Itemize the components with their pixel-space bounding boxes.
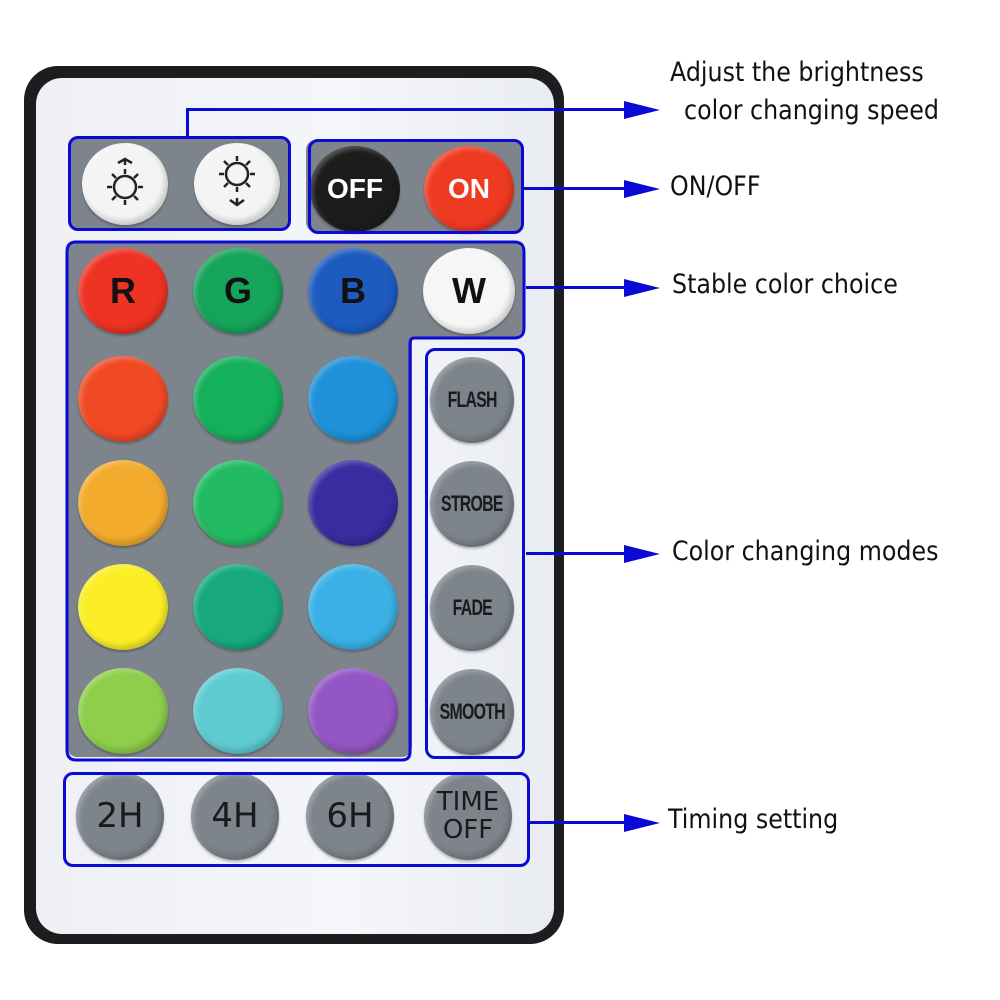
smooth-button-label: SMOOTH (439, 699, 505, 724)
fade-button-label: FADE (452, 595, 492, 620)
on-button[interactable]: ON (424, 146, 514, 232)
smooth-button[interactable]: SMOOTH (430, 669, 514, 755)
timing-callout: Timing setting (668, 804, 839, 835)
brightness-callout-line2: color changing speed (684, 95, 939, 126)
power-connector (524, 187, 628, 190)
time-off-label-line1: TIME (436, 787, 500, 817)
off-button[interactable]: OFF (310, 146, 400, 232)
modes-callout: Color changing modes (672, 536, 939, 567)
timer-2h-label: 2H (96, 796, 144, 836)
stable-callout: Stable color choice (672, 269, 898, 300)
power-arrow-head-icon (624, 180, 660, 198)
color-button[interactable] (193, 668, 283, 754)
timing-connector (528, 821, 628, 824)
flash-button[interactable]: FLASH (430, 357, 514, 443)
timer-4h-button[interactable]: 4H (191, 772, 279, 860)
strobe-button-label: STROBE (441, 491, 503, 516)
color-button[interactable] (308, 460, 398, 546)
color-button[interactable] (78, 564, 168, 650)
time-off-button[interactable]: TIME OFF (424, 772, 512, 860)
timer-2h-button[interactable]: 2H (76, 772, 164, 860)
time-off-label-line2: OFF (442, 815, 494, 845)
color-button[interactable] (308, 564, 398, 650)
color-button[interactable] (78, 460, 168, 546)
brightness-arrow-head-icon (624, 101, 660, 119)
color-button[interactable] (193, 460, 283, 546)
brightness-down-button[interactable] (194, 143, 280, 225)
timer-6h-button[interactable]: 6H (306, 772, 394, 860)
modes-connector (526, 552, 628, 555)
timer-6h-label: 6H (326, 796, 374, 836)
stable-connector (526, 286, 628, 289)
on-button-label: ON (448, 173, 490, 204)
strobe-button[interactable]: STROBE (430, 461, 514, 547)
off-button-label: OFF (327, 173, 383, 204)
brightness-callout-line1: Adjust the brightness (670, 57, 924, 88)
brightness-up-button[interactable] (82, 143, 168, 225)
fade-button[interactable]: FADE (430, 565, 514, 651)
stable-color-outline (65, 240, 526, 762)
timer-4h-label: 4H (211, 796, 259, 836)
power-callout: ON/OFF (670, 171, 761, 202)
modes-arrow-head-icon (624, 545, 660, 563)
sun-arrow-up-icon (100, 155, 150, 214)
color-button[interactable] (193, 356, 283, 442)
brightness-connector-vertical (186, 109, 189, 137)
color-button[interactable] (78, 356, 168, 442)
flash-button-label: FLASH (447, 387, 497, 412)
sun-arrow-down-icon (212, 154, 262, 215)
color-button[interactable] (308, 356, 398, 442)
color-button[interactable] (78, 668, 168, 754)
brightness-connector-horizontal (186, 108, 626, 111)
stable-arrow-head-icon (624, 279, 660, 297)
color-button[interactable] (308, 668, 398, 754)
timing-arrow-head-icon (624, 814, 660, 832)
color-button[interactable] (193, 564, 283, 650)
